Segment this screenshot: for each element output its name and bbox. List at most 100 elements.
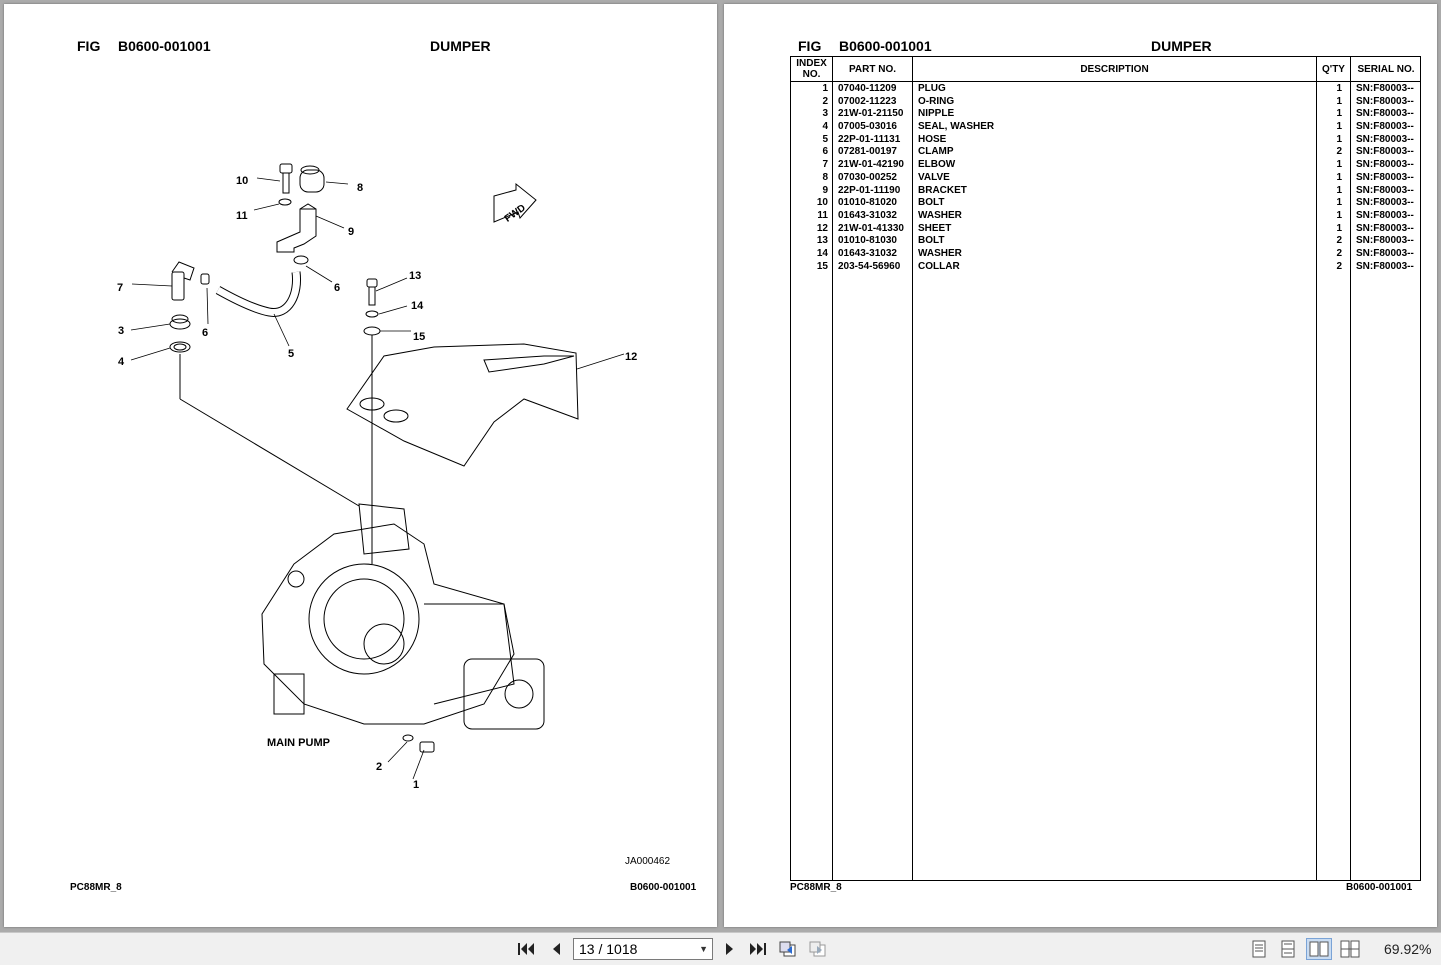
fwd-label: FWD bbox=[503, 203, 528, 225]
callout-14: 14 bbox=[411, 300, 424, 312]
previous-page-button[interactable] bbox=[546, 939, 566, 959]
part-no-cell: 01010-81020 bbox=[838, 197, 897, 209]
qty-cell: 1 bbox=[1336, 133, 1342, 145]
serial-cell: SN:F80003-- bbox=[1356, 247, 1414, 259]
index-cell: 10 bbox=[816, 197, 828, 209]
footer-fig: B0600-001001 bbox=[1346, 882, 1413, 893]
qty-cell: 1 bbox=[1336, 121, 1342, 133]
description-cell: SHEET bbox=[918, 222, 952, 234]
fig-number: B0600-001001 bbox=[118, 38, 211, 54]
serial-cell: SN:F80003-- bbox=[1356, 209, 1414, 221]
index-cell: 11 bbox=[817, 209, 828, 221]
description-cell: HOSE bbox=[918, 133, 947, 145]
continuous-page-icon bbox=[1281, 940, 1295, 958]
two-page-view-button[interactable] bbox=[1306, 938, 1332, 960]
index-cell: 12 bbox=[816, 222, 828, 234]
two-page-continuous-view-button[interactable] bbox=[1340, 939, 1360, 959]
part-no-cell: 07040-11209 bbox=[838, 83, 897, 94]
qty-cell: 2 bbox=[1336, 235, 1342, 247]
header-part-no: PART NO. bbox=[848, 63, 897, 75]
serial-cell: SN:F80003-- bbox=[1356, 260, 1414, 272]
first-page-button[interactable] bbox=[516, 939, 536, 959]
forward-view-icon bbox=[809, 941, 826, 957]
qty-cell: 1 bbox=[1336, 108, 1342, 120]
viewer-toolbar: 13 / 1018 ▼ 69.92% bbox=[0, 932, 1441, 965]
page-title: DUMPER bbox=[1151, 38, 1212, 54]
go-forward-view-button[interactable] bbox=[808, 939, 828, 959]
qty-cell: 1 bbox=[1336, 95, 1342, 107]
description-cell: BOLT bbox=[918, 197, 945, 209]
qty-cell: 1 bbox=[1336, 184, 1342, 196]
index-cell: 3 bbox=[822, 108, 828, 120]
qty-cell: 1 bbox=[1336, 197, 1342, 209]
callout-10: 10 bbox=[236, 175, 248, 187]
last-page-button[interactable] bbox=[748, 939, 768, 959]
page-number-field[interactable]: 13 / 1018 ▼ bbox=[573, 938, 713, 960]
description-cell: WASHER bbox=[918, 247, 962, 259]
callout-15: 15 bbox=[413, 331, 425, 343]
index-cell: 5 bbox=[822, 133, 828, 145]
part-no-cell: 01643-31032 bbox=[838, 209, 897, 221]
description-cell: NIPPLE bbox=[918, 108, 955, 120]
qty-cell: 1 bbox=[1336, 222, 1342, 234]
serial-cell: SN:F80003-- bbox=[1356, 159, 1414, 171]
next-page-button[interactable] bbox=[720, 939, 740, 959]
drawing-code: JA000462 bbox=[625, 856, 671, 867]
page-dropdown-icon[interactable]: ▼ bbox=[699, 944, 708, 954]
description-cell: O-RING bbox=[918, 95, 955, 107]
callout-5: 5 bbox=[288, 348, 294, 360]
description-cell: CLAMP bbox=[918, 146, 954, 158]
single-page-view-button[interactable] bbox=[1249, 939, 1269, 959]
serial-cell: SN:F80003-- bbox=[1356, 95, 1414, 107]
go-back-view-button[interactable] bbox=[778, 939, 798, 959]
callout-1: 1 bbox=[413, 779, 419, 791]
qty-cell: 2 bbox=[1336, 260, 1342, 272]
next-page-icon bbox=[726, 943, 733, 955]
serial-cell: SN:F80003-- bbox=[1356, 146, 1414, 158]
qty-cell: 1 bbox=[1336, 159, 1342, 171]
description-cell: COLLAR bbox=[918, 260, 960, 272]
footer-model: PC88MR_8 bbox=[70, 882, 122, 893]
callout-6-upper: 6 bbox=[334, 282, 340, 294]
left-page-diagram: FIG B0600-001001 DUMPER bbox=[4, 4, 717, 927]
header-index: INDEX NO. bbox=[796, 58, 827, 80]
part-no-cell: 21W-01-42190 bbox=[838, 159, 904, 171]
fig-number: B0600-001001 bbox=[839, 38, 932, 54]
two-page-continuous-icon bbox=[1340, 940, 1360, 958]
callout-12: 12 bbox=[625, 351, 637, 363]
description-cell: WASHER bbox=[918, 209, 962, 221]
part-no-cell: 07281-00197 bbox=[838, 146, 897, 158]
footer-fig: B0600-001001 bbox=[630, 882, 697, 893]
previous-page-icon bbox=[553, 943, 560, 955]
serial-cell: SN:F80003-- bbox=[1356, 184, 1414, 196]
part-no-cell: 07005-03016 bbox=[838, 121, 897, 133]
callout-11: 11 bbox=[236, 210, 248, 222]
continuous-view-button[interactable] bbox=[1278, 939, 1298, 959]
callout-2: 2 bbox=[376, 761, 382, 773]
footer-model: PC88MR_8 bbox=[790, 882, 842, 893]
part-no-cell: 22P-01-11131 bbox=[838, 133, 901, 145]
parts-table: INDEX NO. PART NO. DESCRIPTION Q'TY SERI… bbox=[790, 56, 1421, 881]
header-qty: Q'TY bbox=[1322, 63, 1345, 75]
part-no-cell: 22P-01-11190 bbox=[838, 184, 901, 196]
description-cell: VALVE bbox=[918, 171, 950, 183]
serial-cell: SN:F80003-- bbox=[1356, 197, 1414, 209]
two-page-icon bbox=[1309, 941, 1329, 957]
single-page-icon bbox=[1252, 940, 1266, 958]
zoom-level[interactable]: 69.92% bbox=[1384, 941, 1432, 957]
main-pump-label: MAIN PUMP bbox=[267, 737, 330, 749]
part-no-cell: 01643-31032 bbox=[838, 247, 897, 259]
part-no-cell: 203-54-56960 bbox=[838, 260, 901, 272]
last-page-icon bbox=[750, 943, 766, 955]
qty-cell: 2 bbox=[1336, 146, 1342, 158]
description-cell: PLUG bbox=[918, 83, 946, 94]
callout-13: 13 bbox=[409, 270, 421, 282]
table-row: 10 01010-81020 BOLT 1 SN:F80003-- bbox=[791, 197, 1420, 210]
